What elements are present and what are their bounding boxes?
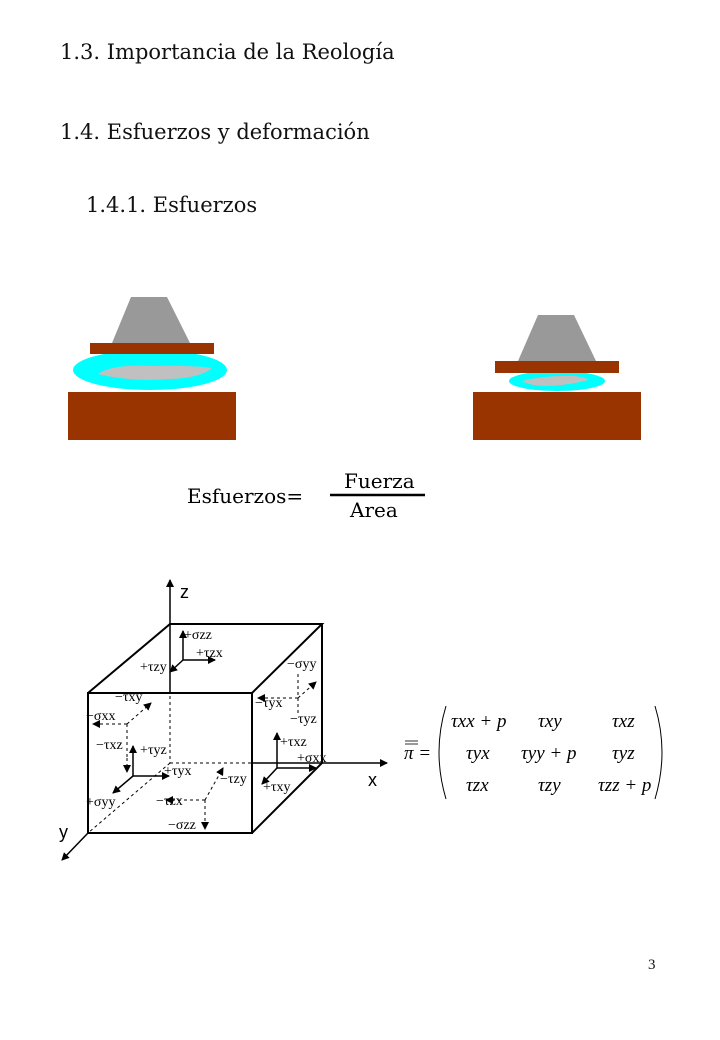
label-left-txz: −τxz [96,738,123,753]
heading-esfuerzos: 1.4.1. Esfuerzos [86,193,258,217]
matrix-lhs: π = [404,743,431,764]
y-axis-label: y [59,822,68,842]
matrix-r3c3: τzz + p [598,775,651,796]
x-axis-label: x [368,770,377,790]
matrix-r1c1: τxx + p [451,711,507,732]
page-number: 3 [648,957,656,973]
matrix-r1c3: τxz [612,711,635,732]
heading-esfuerzos-deformacion: 1.4. Esfuerzos y deformación [60,120,370,144]
stress-tensor-matrix: π = τxx + p τxy τxz τyx τyy + p τyz τzx … [404,705,663,800]
top-plate-right [495,361,619,373]
y-axis [61,832,89,861]
cube-right-face [251,624,323,834]
label-left-txy: −τxy [115,690,143,705]
label-back-tyx: −τyx [255,696,283,711]
label-bottom-tzx: −τzx [156,794,183,809]
label-back-syy: −σyy [287,657,316,672]
weight-left [112,297,190,343]
matrix-r2c1: τyx [466,743,490,764]
base-plate-left [68,392,236,440]
z-axis-label: z [180,582,189,602]
press-illustration-right [473,315,641,440]
fluid-inner-right [522,375,588,386]
press-illustration-left [68,297,236,440]
matrix-r1c2: τxy [538,711,562,732]
formula-denominator: Area [349,498,398,522]
label-top-szz: +σzz [184,628,212,643]
matrix-r2c2: τyy + p [521,743,577,764]
stress-cube-labels: z x y +σzz +τzx +τzy −σyy −τyx −τyz −τxy… [59,582,377,842]
formula-numerator: Fuerza [344,469,415,493]
cube-top-face [87,623,325,694]
label-front-syy: +σyy [86,795,115,810]
matrix-r2c3: τyz [612,743,635,764]
fluid-inner-left [98,365,212,380]
base-plate-right [473,392,641,440]
stress-cube-diagram [61,579,388,861]
label-top-tzx: +τzx [196,646,223,661]
label-right-sxx: +σxx [297,751,326,766]
label-top-tzy: +τzy [140,660,167,675]
stress-formula: Esfuerzos= Fuerza Area [187,469,425,522]
matrix-right-paren [654,705,663,800]
top-plate-left [90,343,214,354]
label-bottom-szz: −σzz [168,818,196,833]
label-front-tyx: +τyx [164,764,192,779]
heading-importancia-reologia: 1.3. Importancia de la Reología [60,40,395,64]
label-right-txz: +τxz [280,735,307,750]
label-back-tyz: −τyz [290,712,317,727]
weight-right [518,315,596,361]
formula-lhs: Esfuerzos= [187,484,303,508]
label-left-sxx: −σxx [86,709,115,724]
label-front-tyz: +τyz [140,743,167,758]
label-right-txy: +τxy [263,780,291,795]
matrix-r3c2: τzy [538,775,561,796]
matrix-left-paren [438,705,447,800]
label-front-tzy: −τzy [220,772,247,787]
matrix-r3c1: τzx [466,775,489,796]
